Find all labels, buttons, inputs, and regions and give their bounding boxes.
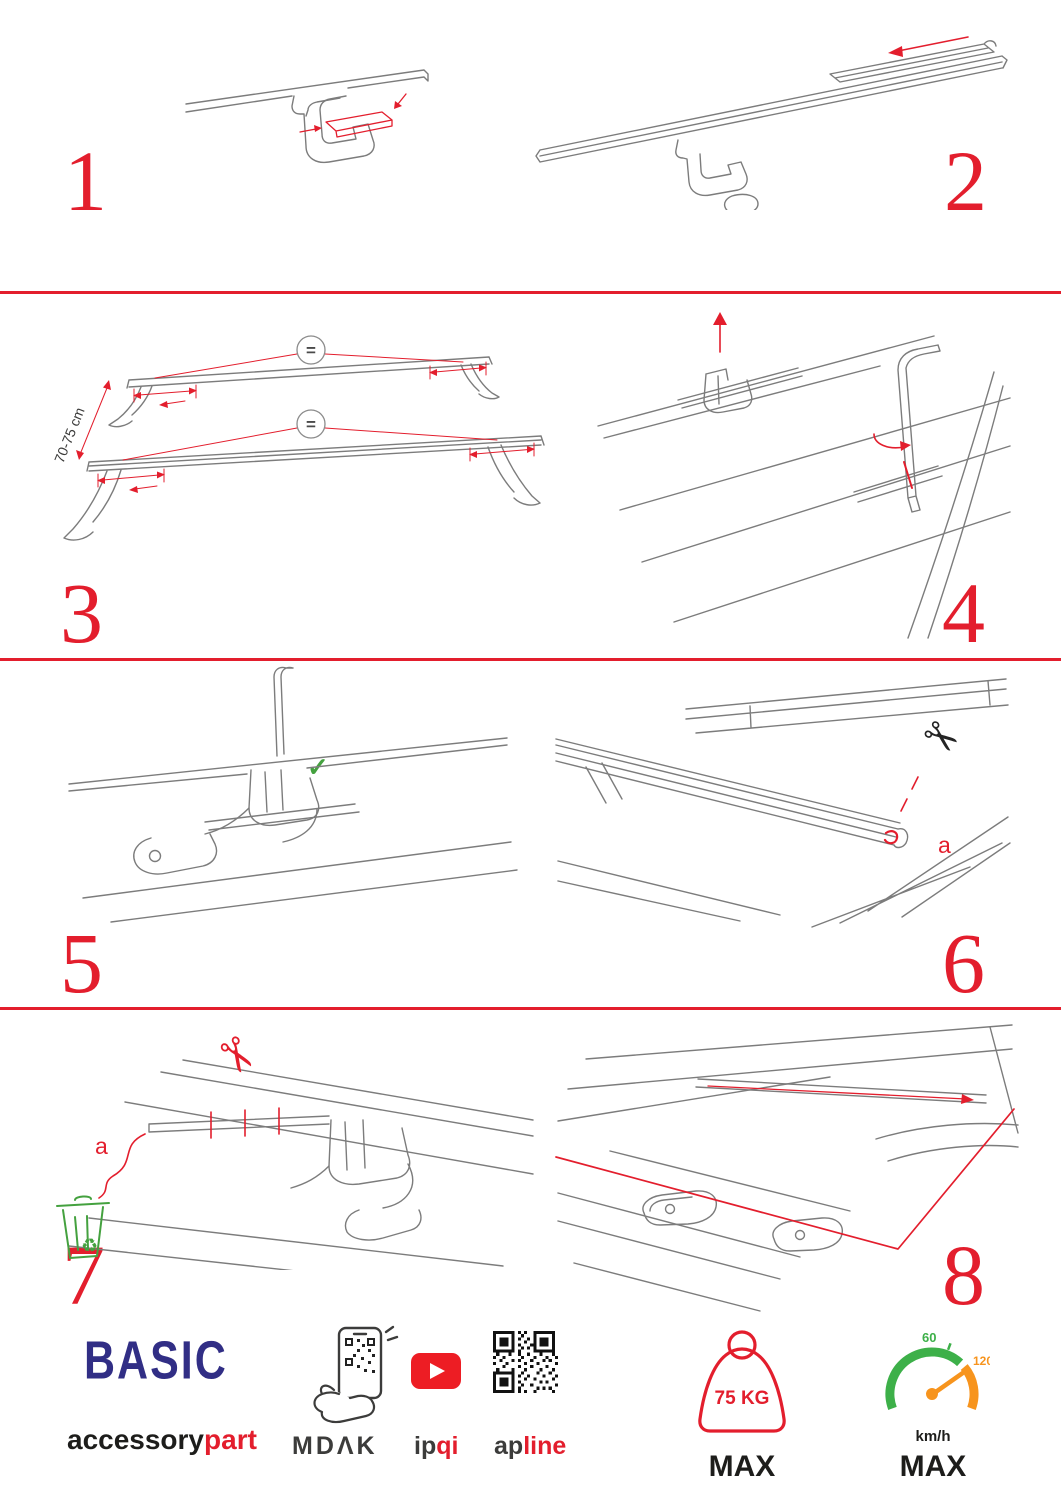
recycle-bin-icon — [56, 1195, 110, 1259]
section-divider-3 — [0, 1007, 1061, 1010]
roof-rails — [557, 678, 1011, 928]
step-8-illustration — [555, 1024, 1019, 1312]
crossbar — [695, 1078, 987, 1104]
end-cap-slider — [829, 40, 997, 83]
dimension-marks — [76, 361, 535, 493]
gauge-low-tick: 60 — [922, 1330, 936, 1345]
step-2-number: 2 — [944, 133, 987, 229]
weight-limit-value: 75 KG — [715, 1388, 770, 1409]
step-6-number: 6 — [942, 915, 985, 1011]
partner-apline: apline — [494, 1432, 566, 1461]
step-8-number: 8 — [942, 1227, 985, 1323]
strip-and-clamp — [148, 1115, 422, 1241]
weight-limit-icon: 75 KG — [698, 1330, 786, 1433]
clamp-hook — [291, 95, 375, 164]
partner-ipqi-black: ip — [414, 1432, 437, 1460]
step-7-illustration: ✂ a ♻ — [56, 1025, 534, 1270]
rubber-pad-highlight — [299, 93, 407, 138]
step-5-number: 5 — [60, 915, 103, 1011]
youtube-icon — [411, 1353, 461, 1389]
roof-and-clamp — [68, 737, 518, 923]
equal-spacing-badges: = = — [122, 335, 498, 461]
wordmark-red: part — [204, 1424, 257, 1455]
partner-ipqi: ipqi — [414, 1432, 458, 1461]
cut-marks — [883, 776, 919, 845]
clamp — [703, 368, 753, 414]
partner-ipqi-red: qi — [436, 1432, 459, 1460]
scissors-icon: ✂ — [913, 708, 970, 767]
bar-distance-label: 70-75 cm — [51, 405, 88, 465]
qr-code — [493, 1331, 558, 1393]
car-roof — [597, 335, 1011, 639]
weight-outline — [698, 1330, 786, 1433]
hand — [313, 1384, 376, 1424]
step-5-illustration: ✓ — [68, 666, 518, 923]
phone-qr-finder-inners — [347, 1340, 373, 1364]
roof-underside — [68, 1059, 534, 1270]
crossbar — [535, 55, 1008, 163]
scissors-icon: ✂ — [204, 1025, 269, 1085]
roof-rail — [185, 69, 429, 113]
step-3-illustration: = = 70-75 cm — [51, 335, 545, 541]
crossbar — [555, 738, 909, 849]
partner-mdak: MDΛK — [292, 1432, 378, 1460]
roof — [557, 1024, 1019, 1312]
equal-sign-top: = — [306, 341, 316, 360]
roof-bars-with-feet — [63, 356, 545, 541]
speed-unit-label: km/h — [915, 1428, 951, 1445]
step-3-number: 3 — [60, 565, 103, 661]
speed-max-label: MAX — [899, 1450, 967, 1483]
step-1-illustration — [185, 69, 429, 164]
wordmark: accessorypart — [67, 1424, 257, 1456]
allen-key — [897, 344, 941, 513]
partner-apline-red: line — [523, 1432, 567, 1460]
strip-label-a: a — [95, 1133, 108, 1159]
equal-sign-bottom: = — [306, 415, 316, 434]
section-divider-2 — [0, 658, 1061, 661]
phone-qr-icon — [313, 1325, 399, 1424]
step-2-illustration — [535, 36, 1008, 210]
speedometer-icon: 60 120 — [885, 1330, 990, 1410]
recycle-icon: ♻ — [81, 1236, 98, 1257]
clamp-hook — [675, 139, 759, 210]
qr-finder-cores — [499, 1337, 549, 1387]
red-annotations — [555, 1085, 1015, 1250]
brand-logo: BASIC — [84, 1331, 228, 1391]
step-6-illustration: ✂ a — [555, 678, 1011, 928]
gauge-needle — [926, 1367, 970, 1400]
cut-annotations — [98, 1107, 280, 1199]
strip-label-a: a — [938, 832, 951, 858]
gauge-high-tick: 120 — [973, 1354, 990, 1368]
slide-direction-arrow — [888, 36, 969, 57]
partner-apline-black: ap — [494, 1432, 524, 1460]
section-divider-1 — [0, 291, 1061, 294]
weight-max-label: MAX — [708, 1450, 776, 1483]
red-annotations — [713, 312, 913, 489]
locating-pin — [273, 666, 294, 757]
step-1-number: 1 — [64, 133, 107, 229]
step-4-number: 4 — [942, 565, 985, 661]
step-4-illustration — [597, 312, 1011, 639]
wordmark-black: accessory — [67, 1424, 205, 1455]
